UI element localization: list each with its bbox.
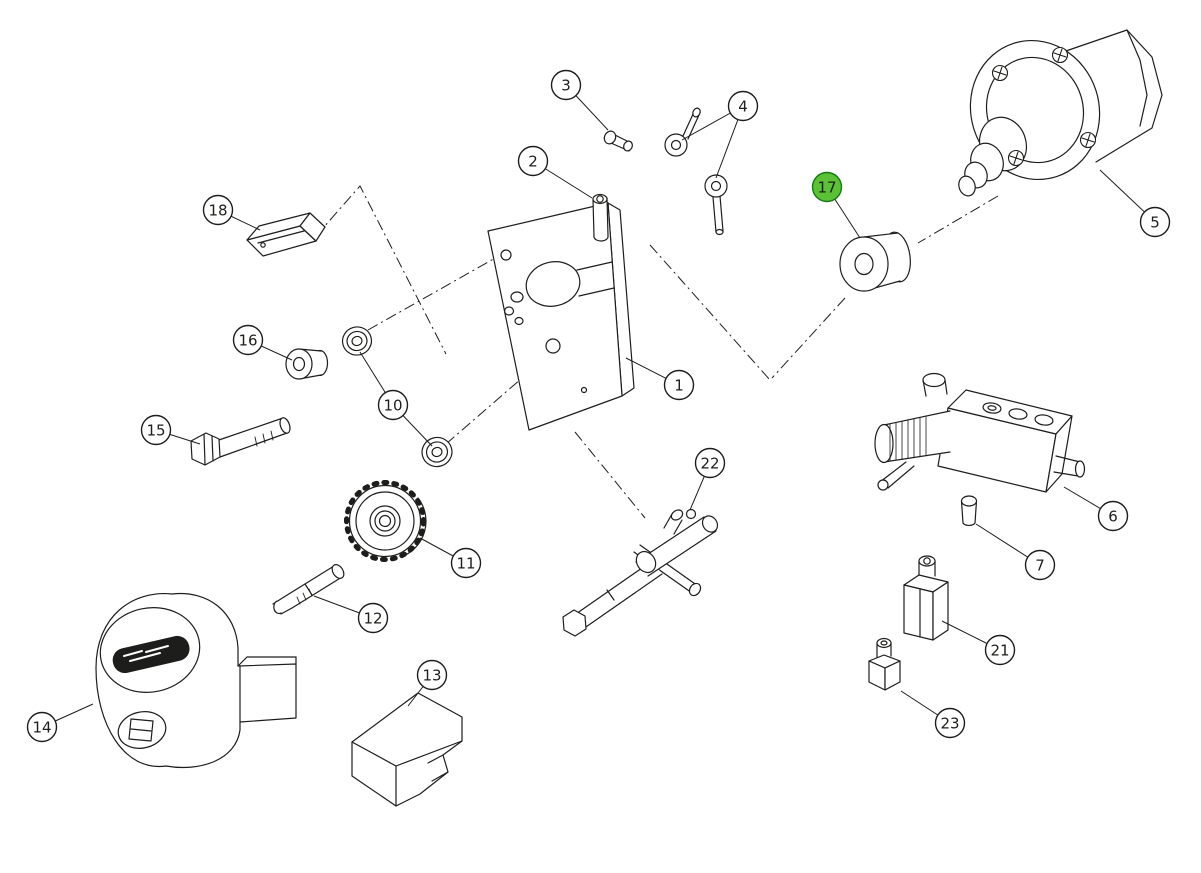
- parts-artwork: [95, 29, 1163, 807]
- callout-number: 5: [1150, 214, 1160, 232]
- callout-circle-highlighted[interactable]: [811, 171, 843, 203]
- callout-circle[interactable]: [934, 707, 966, 739]
- callout-circle[interactable]: [727, 90, 759, 122]
- grease-fitting-icon: [664, 107, 728, 236]
- callout-number: 18: [208, 202, 227, 220]
- housing-assembly-icon: [95, 592, 297, 769]
- brand-logo-icon: [112, 635, 190, 674]
- roller-spacer-icon: [285, 348, 329, 380]
- main-plate-icon: [487, 202, 635, 431]
- callout-23[interactable]: 23: [900, 690, 966, 739]
- callout-circle[interactable]: [416, 659, 448, 691]
- linkage-assembly-icon: [562, 508, 719, 637]
- callout-11[interactable]: 11: [419, 537, 482, 579]
- pin-icon: [960, 495, 978, 527]
- callout-number: 7: [1035, 557, 1045, 575]
- callout-number: 3: [561, 77, 571, 95]
- callout-circle[interactable]: [26, 711, 58, 743]
- callout-circle[interactable]: [517, 145, 549, 177]
- callout-13[interactable]: 13: [407, 659, 448, 707]
- air-motor-icon: [958, 29, 1163, 197]
- callout-number: 10: [383, 397, 402, 415]
- callout-number: 23: [940, 715, 959, 733]
- callout-22[interactable]: 22: [689, 447, 726, 511]
- callout-circle[interactable]: [357, 602, 389, 634]
- callout-circle[interactable]: [550, 69, 582, 101]
- block-icon: [246, 212, 326, 257]
- callout-circle[interactable]: [694, 447, 726, 479]
- callout-number: 12: [363, 610, 382, 628]
- bearing-icon: [341, 326, 453, 468]
- assembly-axis-lines: [315, 185, 999, 519]
- callout-10[interactable]: 10: [359, 351, 433, 447]
- callout-number: 22: [700, 455, 719, 473]
- callout-number: 1: [674, 377, 684, 395]
- callout-14[interactable]: 14: [26, 703, 94, 743]
- callout-number: 6: [1108, 508, 1118, 526]
- callout-12[interactable]: 12: [313, 595, 389, 634]
- square-fitting-icon: [868, 637, 901, 691]
- callout-3[interactable]: 3: [550, 69, 609, 131]
- callout-16[interactable]: 16: [232, 324, 293, 361]
- callout-circle[interactable]: [984, 634, 1016, 666]
- callout-circle[interactable]: [1024, 549, 1056, 581]
- callout-circle[interactable]: [1139, 206, 1171, 238]
- callout-7[interactable]: 7: [975, 523, 1056, 581]
- callout-number: 2: [528, 153, 538, 171]
- callout-5[interactable]: 5: [1099, 169, 1171, 238]
- valve-assembly-icon: [874, 372, 1086, 493]
- callout-21[interactable]: 21: [941, 620, 1016, 666]
- callout-number: 4: [738, 98, 748, 116]
- callout-number: 16: [238, 332, 257, 350]
- callout-number: 21: [990, 642, 1009, 660]
- roller-icon: [839, 231, 911, 292]
- callout-circle[interactable]: [232, 324, 264, 356]
- callout-circle[interactable]: [140, 414, 172, 446]
- callout-1[interactable]: 1: [625, 357, 695, 401]
- callout-number: 14: [32, 719, 51, 737]
- plug-fitting-icon: [603, 130, 633, 152]
- phillips-screw-icon: [991, 46, 1097, 167]
- callout-2[interactable]: 2: [517, 145, 593, 199]
- callout-circle[interactable]: [202, 194, 234, 226]
- knurled-knob-icon: [344, 480, 427, 562]
- callout-17[interactable]: 17: [811, 171, 861, 239]
- callout-4[interactable]: 4: [681, 90, 759, 179]
- hex-adapter-icon: [903, 555, 949, 641]
- callout-15[interactable]: 15: [140, 414, 201, 446]
- callout-number: 17: [817, 179, 836, 197]
- callout-number: 15: [146, 422, 165, 440]
- shaft-pin-icon: [272, 564, 345, 615]
- callout-number: 13: [422, 667, 441, 685]
- hex-bolt-icon: [190, 417, 291, 466]
- callout-circle[interactable]: [450, 547, 482, 579]
- callout-6[interactable]: 6: [1063, 486, 1129, 532]
- socket-head-screw-icon: [592, 193, 609, 242]
- callout-circle[interactable]: [1097, 500, 1129, 532]
- callout-circle[interactable]: [377, 389, 409, 421]
- callout-18[interactable]: 18: [202, 194, 261, 231]
- bracket-icon: [351, 692, 463, 807]
- callout-number: 11: [456, 555, 475, 573]
- callout-circle[interactable]: [663, 369, 695, 401]
